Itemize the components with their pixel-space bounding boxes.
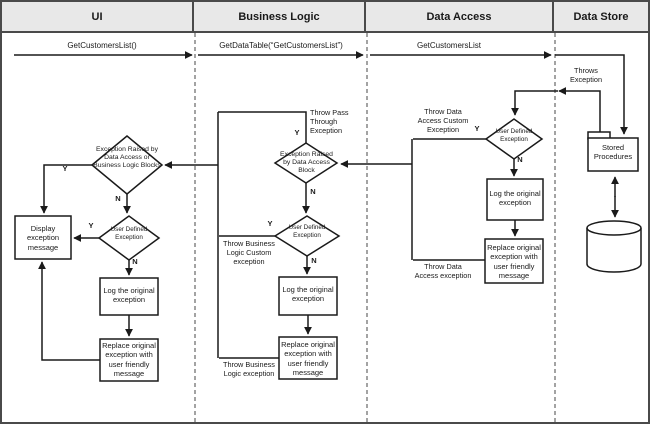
arrow-throws-exception <box>558 87 601 132</box>
bl-decision-exception-raised <box>273 142 339 184</box>
lane-header-business-logic: Business Logic <box>194 2 366 31</box>
ui-yes-to-display <box>40 164 92 214</box>
lane-header-data-access: Data Access <box>366 2 554 31</box>
bl-replace-box-label: Replace original exception with user fri… <box>281 340 335 378</box>
bl-d1-yes-label: Y <box>294 128 300 137</box>
message-getcustomerslist-call: GetCustomersList() <box>67 41 137 50</box>
bl-decision-user-defined <box>273 215 341 257</box>
da-decision-user-defined-label: User Defined Exception <box>495 128 533 143</box>
arrow-into-da-decision <box>511 90 558 116</box>
bl-d2-no-label: N <box>311 256 317 265</box>
ui-decision-user-defined-label: User Defined Exception <box>110 226 148 241</box>
ui-decision-exception-raised <box>90 135 164 195</box>
bl-d1-no-label: N <box>310 187 316 196</box>
ui-log-box <box>99 277 159 316</box>
ui-display-box-label: Display exception message <box>26 224 60 252</box>
bl-log-box-label: Log the original exception <box>282 285 334 304</box>
lane-header-row: UI Business Logic Data Access Data Store <box>2 2 648 33</box>
message-getcustomerslist: GetCustomersList <box>416 41 482 50</box>
bl-passthrough-line <box>218 111 307 144</box>
ui-replace-to-display <box>38 261 100 361</box>
da-replace-box <box>484 238 544 284</box>
stored-procedures-label: Stored Procedures <box>593 143 633 162</box>
label-throw-da-exception: Throw Data Access exception <box>414 262 472 281</box>
stored-procedures-shape <box>587 131 639 172</box>
lane-header-ui: UI <box>2 2 194 31</box>
label-throw-bl-exception: Throw Business Logic exception <box>223 360 275 379</box>
da-d-yes-label: Y <box>474 124 480 133</box>
da-decision-user-defined <box>484 118 544 160</box>
da-log-box-label: Log the original exception <box>489 189 541 208</box>
bl-replace-box <box>278 336 338 380</box>
ui-replace-box-label: Replace original exception with user fri… <box>102 341 156 379</box>
ui-replace-box <box>99 338 159 382</box>
ui-decision-user-defined <box>97 215 161 261</box>
label-throw-da-custom: Throw Data Access Custom Exception <box>417 107 469 135</box>
ui-log-box-label: Log the original exception <box>103 286 155 305</box>
bl-log-box <box>278 276 338 316</box>
da-replace-box-label: Replace original exception with user fri… <box>487 243 541 281</box>
lifelines <box>194 33 556 422</box>
ui-display-box <box>14 215 72 260</box>
database-cylinder-icon <box>586 220 642 273</box>
label-throws-exception: Throws Exception <box>569 66 603 85</box>
bl-decision-exception-raised-label: Exception Raised by Data Access Block <box>280 151 333 175</box>
ui-d2-yes-label: Y <box>88 221 94 230</box>
bl-decision-user-defined-label: User Defined Exception <box>288 224 326 239</box>
ui-decision-exception-raised-label: Exception Raised by Data Access or Busin… <box>93 146 161 170</box>
label-throw-bl-custom: Throw Business Logic Custom exception <box>223 239 275 267</box>
lane-header-data-store: Data Store <box>573 10 629 23</box>
ui-d1-no-label: N <box>115 194 121 203</box>
da-log-box <box>486 178 544 221</box>
bl-d2-yes-label: Y <box>267 219 273 228</box>
arrow-to-stored-procedures <box>555 54 628 135</box>
label-throw-pass-through: Throw Pass Through Exception <box>310 108 349 136</box>
ui-d1-yes-label: Y <box>62 164 68 173</box>
ui-d2-no-label: N <box>132 257 138 266</box>
da-d-no-label: N <box>517 155 523 164</box>
message-getdatatable-call: GetDataTable(“GetCustomersList”) <box>219 41 343 50</box>
